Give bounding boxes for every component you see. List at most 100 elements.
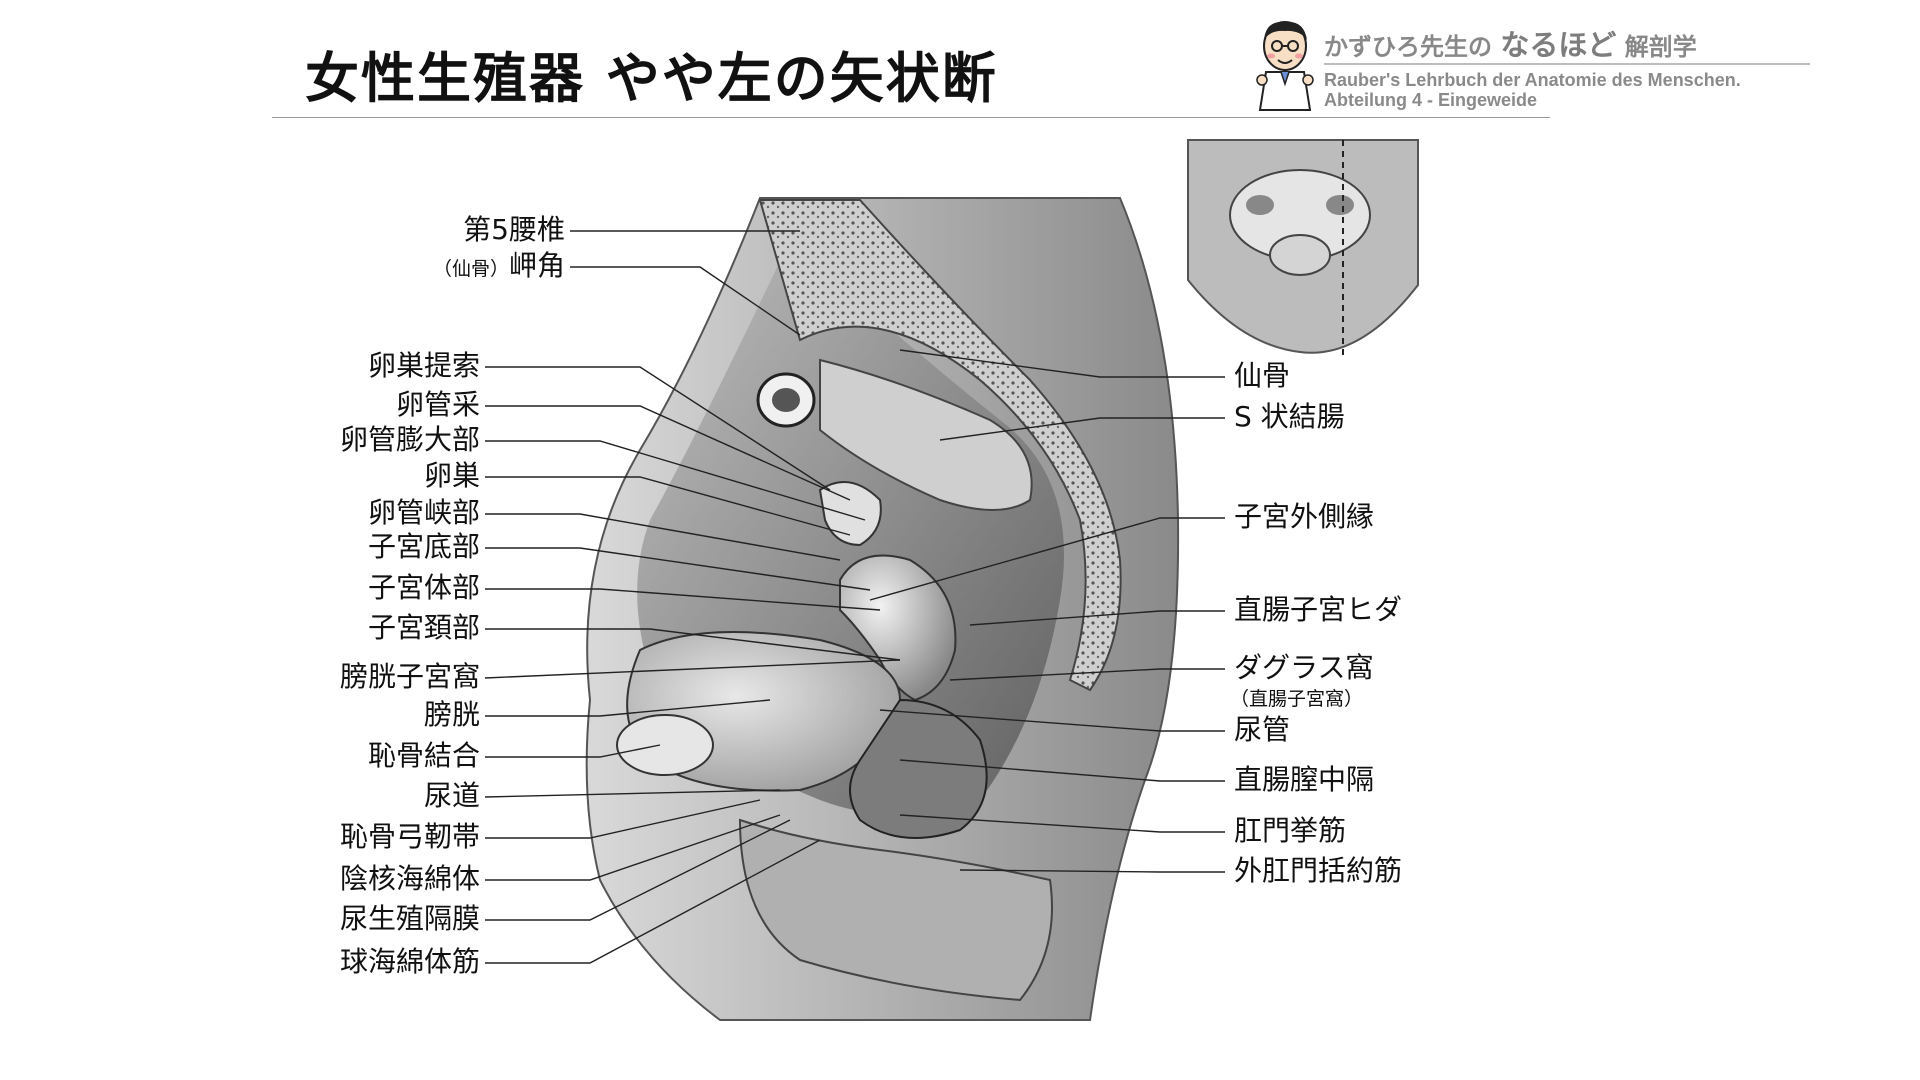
brand-name-emphasis: なるほど <box>1500 28 1617 62</box>
fallopian-fimbria <box>818 481 882 547</box>
brand-name-suffix: 解剖学 <box>1624 33 1697 61</box>
label-rectouterine-pouch-sub: （直腸子宮窩） <box>1230 688 1364 710</box>
label-urethra: 尿道 <box>424 780 480 812</box>
leader-isthmus <box>485 513 841 561</box>
label-fundus: 子宮底部 <box>368 531 480 563</box>
label-ureter: 尿管 <box>1234 714 1290 746</box>
leader-lines-left <box>484 230 901 964</box>
label-promontory: （仙骨）岬角 <box>433 250 565 285</box>
label-text: 子宮体部 <box>367 571 480 604</box>
title-divider <box>272 117 1550 118</box>
label-rectovaginal-septum: 直腸膣中隔 <box>1234 764 1374 796</box>
label-text: 尿管 <box>1234 713 1291 746</box>
label-text: 子宮頚部 <box>367 611 480 644</box>
label-ovary: 卵巣 <box>424 460 480 492</box>
label-sacrum: 仙骨 <box>1234 360 1290 392</box>
label-suspensory-ligament: 卵巣提索 <box>368 350 480 382</box>
label-text: 第5腰椎 <box>463 213 565 246</box>
label-text: 恥骨結合 <box>367 739 480 772</box>
label-external-anal-sphincter: 外肛門括約筋 <box>1234 855 1402 887</box>
brand-divider <box>1324 63 1810 65</box>
label-text: 子宮底部 <box>367 530 480 563</box>
leader-lines-right <box>869 349 1225 873</box>
leader-body <box>485 588 881 611</box>
leader-fundus <box>485 547 871 591</box>
label-text: 外肛門括約筋 <box>1234 854 1403 887</box>
label-ampulla: 卵管膨大部 <box>340 424 480 456</box>
page-title: 女性生殖器 やや左の矢状断 <box>305 47 998 110</box>
label-levator-ani: 肛門挙筋 <box>1234 815 1346 847</box>
label-text: 恥骨弓靭帯 <box>339 820 480 853</box>
leader-sigmoid <box>939 417 1225 441</box>
leader-suspensory <box>485 366 831 491</box>
perineal-muscles <box>738 818 1053 1002</box>
label-sigmoid-colon: S 状結腸 <box>1234 401 1345 433</box>
brand-name: かずひろ先生の なるほど 解剖学 <box>1324 22 1697 64</box>
label-pubic-symphysis: 恥骨結合 <box>368 740 480 772</box>
label-pouch-of-douglas: ダグラス窩 <box>1234 652 1373 684</box>
leader-urogenital <box>485 819 791 921</box>
label-fimbria: 卵管采 <box>396 389 480 421</box>
leader-fimbria <box>485 405 851 501</box>
leader-urethra <box>484 789 781 798</box>
pubic-symphysis <box>616 714 714 776</box>
label-text: 尿道 <box>423 779 480 812</box>
leader-ampulla <box>485 440 866 521</box>
label-vesicouterine-pouch: 膀胱子宮窩 <box>340 661 480 693</box>
label-uterine-lateral-margin: 子宮外側縁 <box>1234 501 1374 533</box>
label-text: 膀胱 <box>423 698 480 731</box>
leader-bladder <box>485 699 771 717</box>
rectum-vagina <box>849 698 988 839</box>
reference-line-1: Rauber's Lehrbuch der Anatomie des Mensc… <box>1324 70 1741 90</box>
leader-rectouterine-fold <box>969 610 1225 626</box>
label-text: ダグラス窩 <box>1234 651 1374 684</box>
leader-bulbospongiosus <box>485 839 821 964</box>
label-5th-lumbar: 第5腰椎 <box>463 214 565 246</box>
leader-symphysis <box>485 744 661 758</box>
label-isthmus: 卵管峡部 <box>368 497 480 529</box>
label-text: 直腸膣中隔 <box>1234 763 1375 796</box>
leader-lateral-margin <box>869 517 1225 601</box>
leader-external-sphincter <box>959 869 1225 873</box>
brand-name-prefix: かずひろ先生の <box>1324 33 1492 61</box>
label-text: 岬角 <box>508 249 565 282</box>
label-text: 膀胱子宮窩 <box>339 660 480 693</box>
label-text: 卵管峡部 <box>367 496 480 529</box>
label-arcuate-ligament: 恥骨弓靭帯 <box>340 821 480 853</box>
brand-header: かずひろ先生の なるほど 解剖学 Rauber's Lehrbuch der A… <box>1252 18 1822 118</box>
leader-arcuate <box>485 799 761 839</box>
label-text: 肛門挙筋 <box>1234 814 1347 847</box>
label-text: 卵巣提索 <box>367 349 480 382</box>
leader-cervix <box>485 628 901 661</box>
inset-pelvis-view <box>1187 139 1419 355</box>
label-clitoris-corpus: 陰核海綿体 <box>340 863 480 895</box>
label-cervix: 子宮頚部 <box>368 612 480 644</box>
label-text: 陰核海綿体 <box>339 862 480 895</box>
leader-promontory <box>570 266 801 336</box>
label-text: 尿生殖隔膜 <box>339 902 480 935</box>
uterus <box>839 554 957 702</box>
leader-ovary <box>485 476 851 536</box>
leader-levator <box>899 814 1225 833</box>
label-text: 卵管采 <box>395 388 480 421</box>
label-uterine-body: 子宮体部 <box>368 572 480 604</box>
leader-clitoris <box>485 814 781 881</box>
label-text: 子宮外側縁 <box>1234 500 1375 533</box>
label-bulbospongiosus: 球海綿体筋 <box>340 946 480 978</box>
label-text: 仙骨 <box>1234 359 1291 392</box>
leader-sacrum <box>899 349 1225 378</box>
reference-line-2: Abteilung 4 - Eingeweide <box>1324 90 1538 110</box>
label-prefix: （仙骨） <box>432 258 509 280</box>
leader-douglas <box>949 668 1225 681</box>
leader-rectovaginal <box>899 759 1225 782</box>
sacrum-vertebrae <box>758 199 1122 692</box>
label-text: 卵管膨大部 <box>339 423 480 456</box>
label-rectouterine-fold: 直腸子宮ヒダ <box>1234 594 1402 626</box>
label-text: S 状結腸 <box>1234 400 1345 433</box>
sigmoid-colon <box>819 358 1033 511</box>
leader-vesicouterine <box>484 659 901 679</box>
label-text: 卵巣 <box>423 459 480 492</box>
ovary-inner <box>772 388 800 412</box>
label-text: 球海綿体筋 <box>339 945 480 978</box>
label-urogenital-diaphragm: 尿生殖隔膜 <box>340 903 480 935</box>
